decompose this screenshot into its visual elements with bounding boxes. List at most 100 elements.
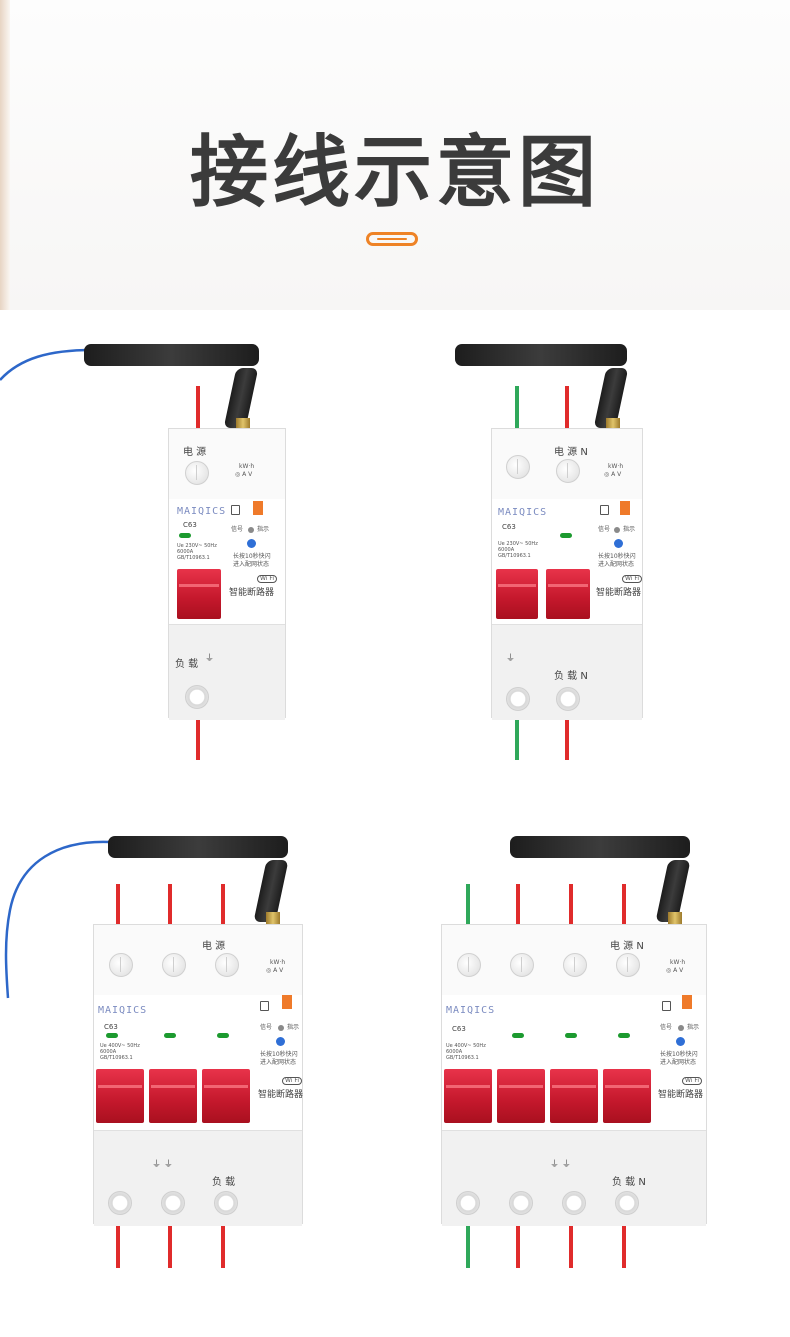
input-wire-phase — [569, 884, 573, 926]
antenna-icon — [108, 836, 288, 858]
antenna-connector — [668, 912, 682, 926]
meter-icons: ◎ A V — [604, 471, 622, 478]
output-wire-phase — [516, 1224, 520, 1268]
load-label: 负 载 — [175, 659, 199, 670]
rating-label: C63 — [452, 1025, 466, 1033]
output-terminal[interactable] — [556, 687, 580, 711]
brand-logo: MAIQICS — [177, 506, 227, 517]
terminal-screw[interactable] — [510, 953, 534, 977]
signal-dot — [278, 1025, 284, 1031]
wifi-badge: Wi Fi — [622, 575, 643, 583]
output-terminal[interactable] — [562, 1191, 586, 1215]
output-terminal[interactable] — [108, 1191, 132, 1215]
wifi-badge: Wi Fi — [257, 575, 278, 583]
terminal-screw[interactable] — [109, 953, 133, 977]
breaker-handle[interactable] — [202, 1069, 250, 1123]
terminal-screw[interactable] — [215, 953, 239, 977]
antenna-icon — [455, 344, 627, 366]
product-name: 智能断路器 — [596, 588, 642, 598]
antenna-icon — [510, 836, 690, 858]
breaker-body: 电 源 N kW·h ◎ A V MAIQICS C63 Ue 400V~ 50… — [441, 924, 707, 1226]
breaker-handle[interactable] — [149, 1069, 197, 1123]
signal-label: 信号 — [660, 1024, 673, 1031]
power-label: 电 源 N — [610, 941, 644, 952]
output-terminal[interactable] — [161, 1191, 185, 1215]
pairing-note-1: 长按10秒快闪 — [233, 553, 271, 560]
status-led — [179, 533, 191, 538]
page-title: 接线示意图 — [189, 128, 600, 218]
output-wire-phase — [565, 718, 569, 760]
terminal-screw[interactable] — [162, 953, 186, 977]
meter-icons: ◎ A V — [666, 967, 684, 974]
output-wire-phase — [622, 1224, 626, 1268]
pairing-button[interactable] — [614, 539, 623, 548]
power-label: 电 源 N — [554, 447, 588, 458]
pairing-button[interactable] — [676, 1037, 685, 1046]
breaker-handle[interactable] — [496, 569, 538, 619]
orange-tab[interactable] — [620, 501, 630, 515]
status-led — [217, 1033, 229, 1038]
pairing-note-1: 长按10秒快闪 — [260, 1051, 298, 1058]
output-terminal[interactable] — [456, 1191, 480, 1215]
spec-text: Ue 400V~ 50Hz 6000A GB/T10963.1 — [446, 1043, 486, 1061]
brand-logo: MAIQICS — [498, 507, 548, 518]
circuit-symbol-icon: ⏚ ⏚ — [550, 1160, 571, 1170]
breaker-handle[interactable] — [177, 569, 221, 619]
input-wire-phase — [622, 884, 626, 926]
wifi-badge: Wi Fi — [282, 1077, 303, 1085]
signal-label: 信号 — [598, 526, 611, 533]
input-wire-neutral — [515, 386, 519, 428]
rating-label: C63 — [104, 1023, 118, 1031]
terminal-screw[interactable] — [563, 953, 587, 977]
output-terminal[interactable] — [509, 1191, 533, 1215]
breaker-handle[interactable] — [603, 1069, 651, 1123]
meter-label: kW·h — [670, 959, 686, 966]
breaker-handle[interactable] — [444, 1069, 492, 1123]
spec-text: Ue 230V~ 50Hz 6000A GB/T10963.1 — [498, 541, 538, 559]
output-wire-neutral — [466, 1224, 470, 1268]
orange-tab[interactable] — [682, 995, 692, 1009]
input-wire-phase — [221, 884, 225, 926]
top-band — [169, 429, 285, 500]
breaker-body: 电 源 kW·h ◎ A V MAIQICS C63 Ue 230V~ 50Hz… — [168, 428, 286, 720]
load-label: 负 载 — [212, 1177, 236, 1188]
breaker-handle[interactable] — [546, 569, 590, 619]
lock-icon — [662, 1001, 671, 1011]
meter-label: kW·h — [270, 959, 286, 966]
product-name: 智能断路器 — [229, 588, 275, 598]
status-led — [106, 1033, 118, 1038]
output-wire-phase — [196, 718, 200, 760]
output-terminal[interactable] — [615, 1191, 639, 1215]
terminal-screw[interactable] — [506, 455, 530, 479]
status-led — [618, 1033, 630, 1038]
signal-label: 信号 — [231, 526, 244, 533]
load-label: 负 载 N — [612, 1177, 646, 1188]
output-terminal[interactable] — [214, 1191, 238, 1215]
pairing-button[interactable] — [276, 1037, 285, 1046]
output-wire-phase — [221, 1224, 225, 1268]
output-wire-neutral — [515, 718, 519, 760]
breaker-handle[interactable] — [550, 1069, 598, 1123]
breaker-handle[interactable] — [96, 1069, 144, 1123]
terminal-screw[interactable] — [457, 953, 481, 977]
output-terminal[interactable] — [506, 687, 530, 711]
pairing-button[interactable] — [247, 539, 256, 548]
orange-tab[interactable] — [253, 501, 263, 515]
output-terminal[interactable] — [185, 685, 209, 709]
breaker-handle[interactable] — [497, 1069, 545, 1123]
pairing-note-2: 进入配网状态 — [660, 1059, 697, 1066]
terminal-screw[interactable] — [556, 459, 580, 483]
signal-label: 信号 — [260, 1024, 273, 1031]
terminal-screw[interactable] — [185, 461, 209, 485]
brand-logo: MAIQICS — [98, 1005, 148, 1016]
indicator-label: 指示 — [287, 1024, 300, 1031]
load-label: 负 载 N — [554, 671, 588, 682]
pairing-note-2: 进入配网状态 — [233, 561, 270, 568]
indicator-label: 指示 — [687, 1024, 700, 1031]
orange-tab[interactable] — [282, 995, 292, 1009]
wifi-badge: Wi Fi — [682, 1077, 703, 1085]
terminal-screw[interactable] — [616, 953, 640, 977]
spec-text: Ue 230V~ 50Hz 6000A GB/T10963.1 — [177, 543, 217, 561]
indicator-label: 指示 — [257, 526, 270, 533]
output-wire-phase — [569, 1224, 573, 1268]
